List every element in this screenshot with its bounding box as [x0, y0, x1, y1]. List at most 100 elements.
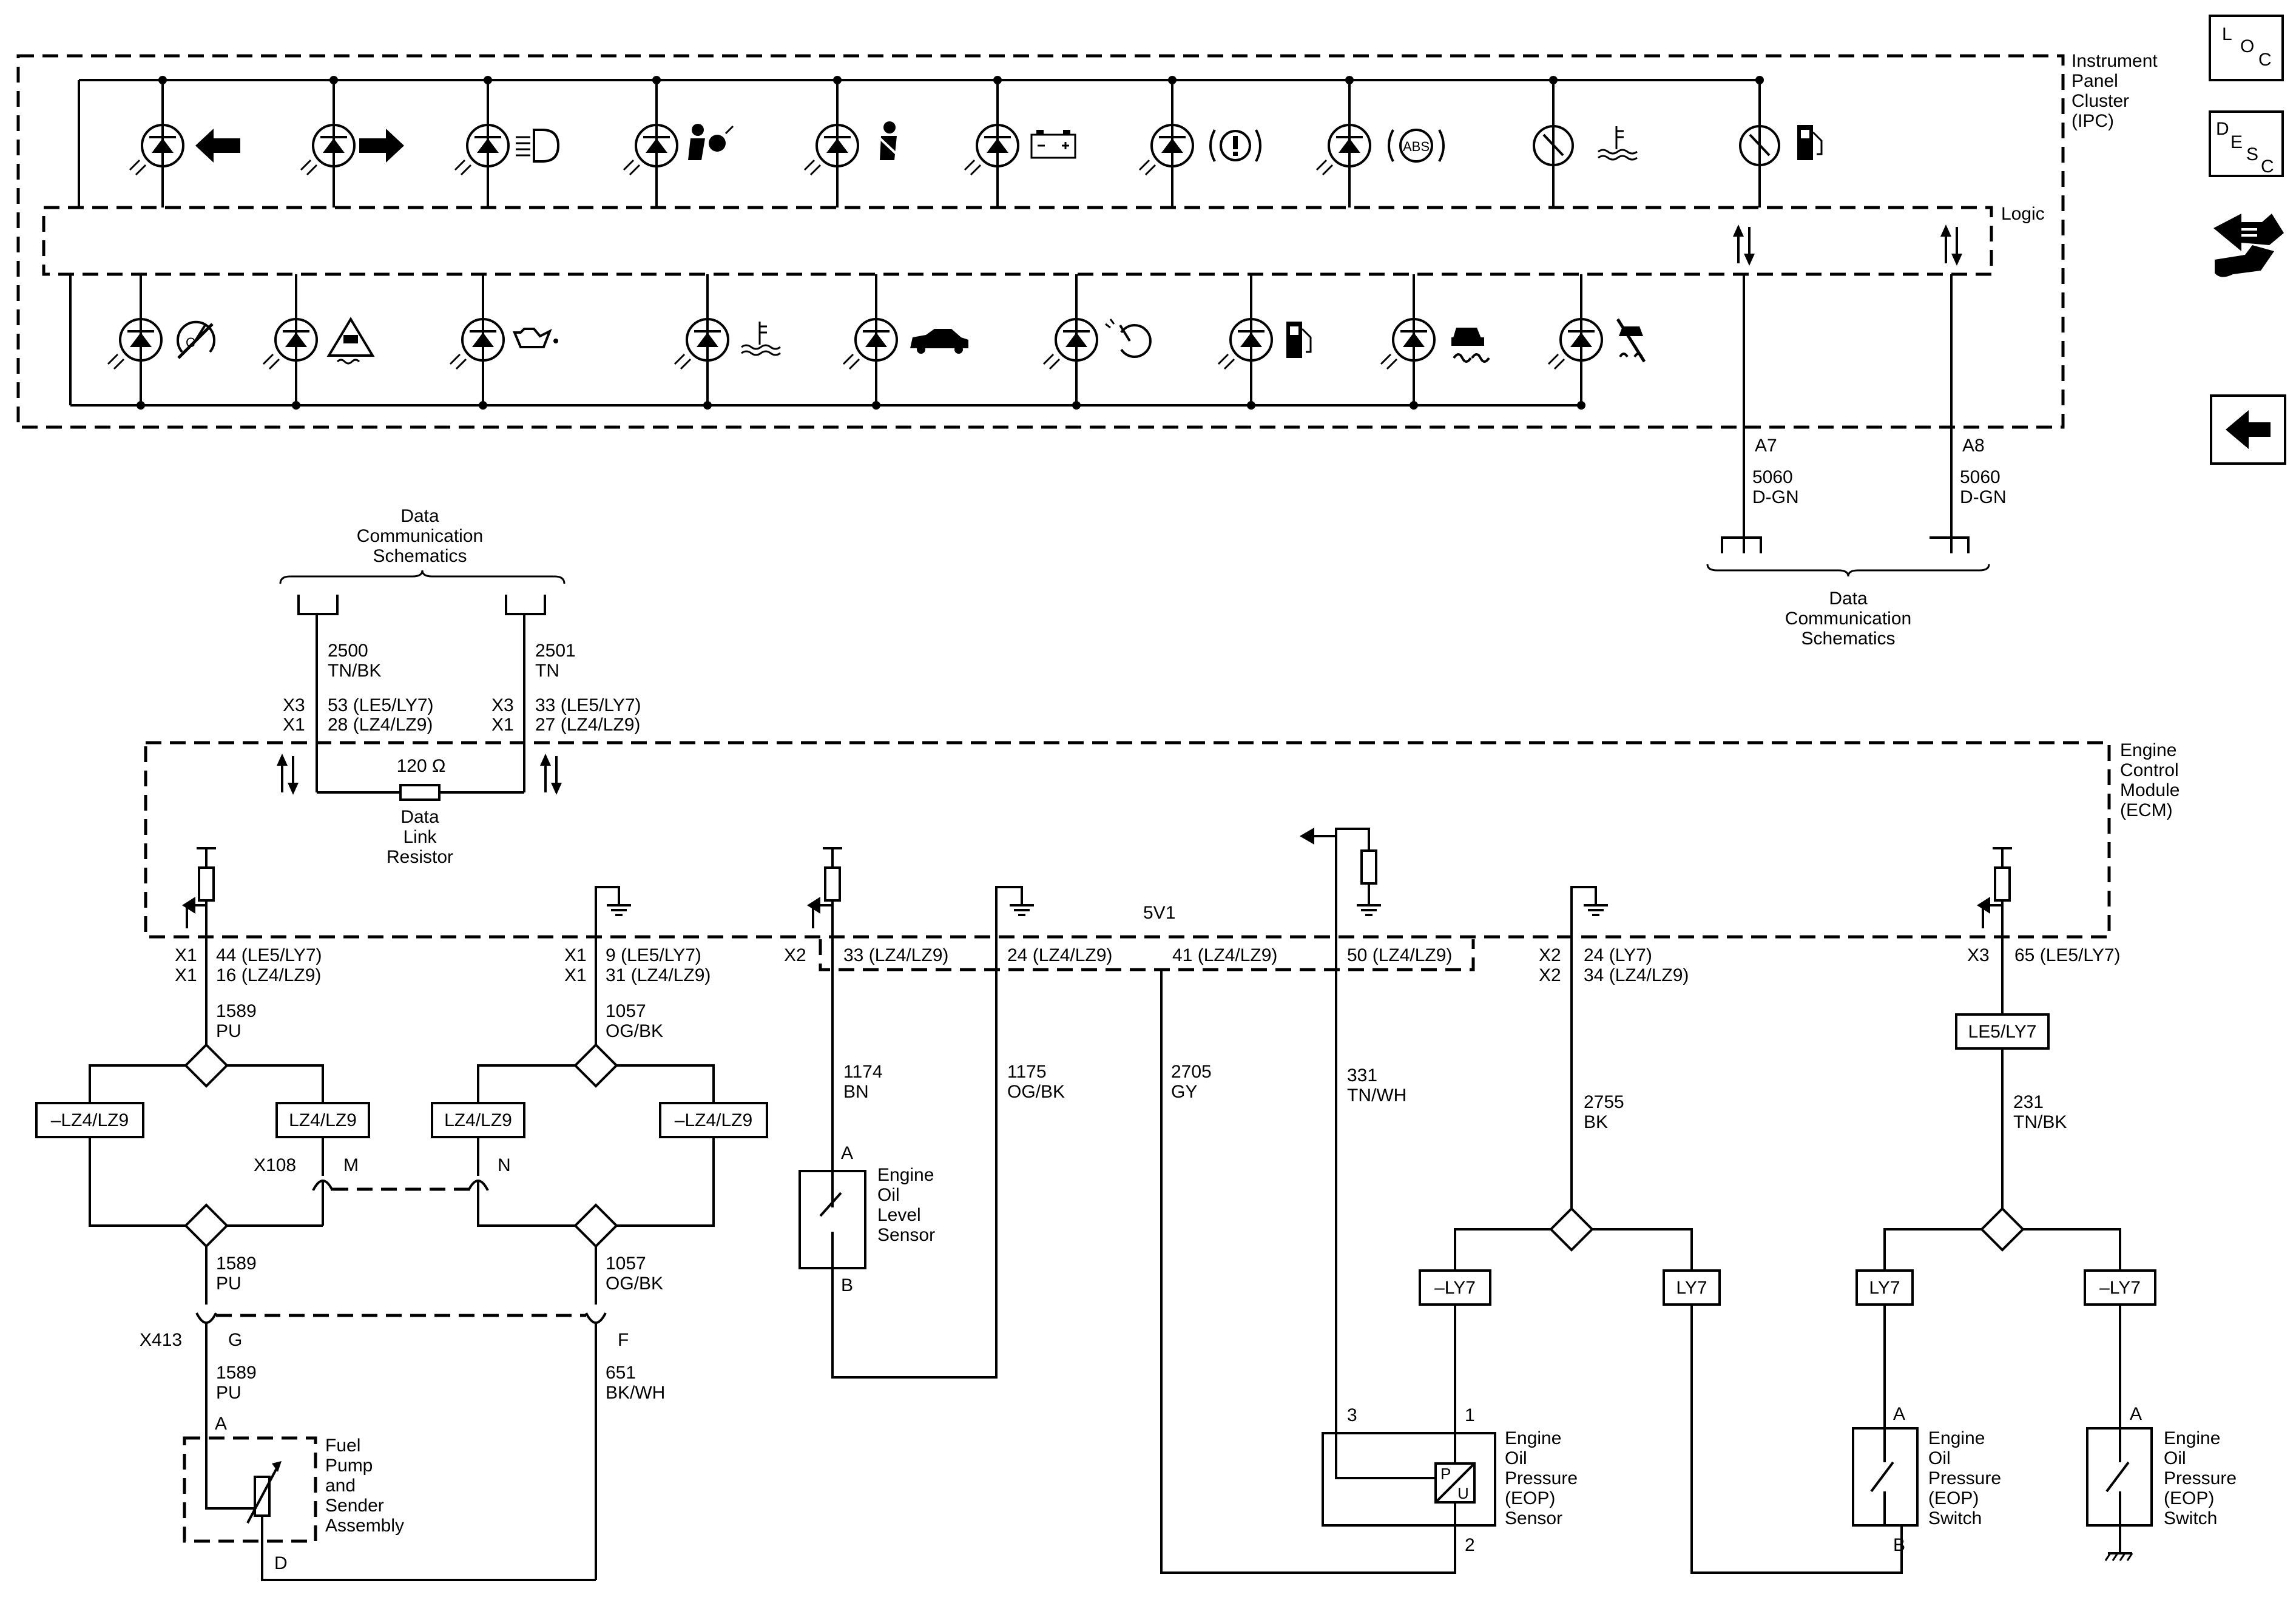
wire-231: 231 [2013, 1092, 2044, 1112]
diagram-label: 50 (LZ4/LZ9) [1347, 945, 1452, 965]
diagram-label: 24 (LY7) [1584, 945, 1652, 965]
location-view-button[interactable]: L O C [2209, 15, 2284, 81]
diagram-label: Pressure [1928, 1468, 2001, 1488]
coolant-temp-icon [741, 322, 781, 356]
temp-gauge-icon [1533, 125, 1638, 166]
diagram-label: TN [535, 661, 559, 681]
diagram-label: and [325, 1476, 356, 1496]
diagram-label: LY7 [1869, 1278, 1900, 1298]
oil-pressure-switch-circuit: LE5/LY7 231 TN/BK LY7 –LY7 A B Engine Oi… [1852, 915, 2237, 1561]
diagram-label: X1 [175, 945, 197, 965]
wire-1589: 1589 [216, 1001, 257, 1021]
diagram-label: Pressure [1505, 1468, 1578, 1488]
diagram-label: Control [2120, 760, 2179, 780]
lamp-seatbelt [803, 76, 900, 208]
seatbelt-icon [877, 121, 900, 160]
data-comm-link-left[interactable]: Data Communication Schematics [357, 506, 483, 566]
ecm-pin-labels: X1 X1 44 (LE5/LY7) 16 (LZ4/LZ9) X1 X1 9 … [175, 945, 2121, 985]
diagram-label: LY7 [1676, 1278, 1707, 1298]
ipc-label: Instrument Panel Cluster (IPC) [2071, 51, 2158, 131]
diagram-label: BK [1584, 1112, 1608, 1132]
repair-procedure-icon[interactable] [2213, 214, 2284, 277]
diagram-label: Panel [2071, 71, 2118, 91]
diagram-label: TN/BK [2013, 1112, 2067, 1132]
diagram-label: 24 (LZ4/LZ9) [1007, 945, 1112, 965]
diagram-label: Sensor [877, 1225, 935, 1245]
diagram-label: Assembly [325, 1516, 404, 1536]
wire-331: 331 [1347, 1065, 1377, 1085]
option-box: LE5/LY7 [1955, 1013, 2050, 1050]
back-button[interactable] [2210, 394, 2286, 465]
diagram-label: X2 [1539, 945, 1561, 965]
wire-1175: 1175 [1007, 1062, 1047, 1082]
wire-5060-a7: 5060 [1752, 467, 1793, 487]
diagram-label: 1 [1465, 1405, 1475, 1425]
diagram-label: Oil [1505, 1448, 1527, 1468]
diagram-label: Communication [357, 526, 483, 546]
right-turn-arrow-icon [359, 129, 404, 163]
diagram-label: Engine [2120, 740, 2176, 760]
diagram-label: OG/BK [606, 1021, 663, 1041]
lamp-cruise: C [107, 274, 215, 410]
diagram-label: Communication [1785, 609, 1911, 629]
diagram-label: F [618, 1330, 629, 1350]
lower-lamps: C [107, 274, 1646, 410]
lamp-temp-gauge [1533, 76, 1638, 208]
diagram-label: Module [2120, 780, 2180, 800]
diagram-label: –LZ4/LZ9 [675, 1110, 752, 1130]
data-link-resistor [399, 784, 441, 801]
diagram-label: 34 (LZ4/LZ9) [1584, 965, 1689, 985]
wire-5060-a8: 5060 [1960, 467, 2001, 487]
data-comm-link-right[interactable]: Data Communication Schematics [1785, 589, 1911, 649]
lamp-right-turn [300, 76, 404, 208]
diagram-label: OG/BK [1007, 1082, 1065, 1102]
diagram-label: PU [216, 1021, 241, 1041]
diagram-label: X2 [1539, 965, 1561, 985]
wire-1174: 1174 [843, 1062, 883, 1082]
diagram-label: 65 (LE5/LY7) [2014, 945, 2121, 965]
updown-arrow-icon [1939, 223, 1963, 267]
diagram-label: Link [403, 827, 437, 847]
description-view-button[interactable]: D E S C [2209, 110, 2284, 177]
lamp-low-fuel [1217, 274, 1312, 410]
diagram-label: Engine [1505, 1428, 1561, 1448]
diagram-label: S [2246, 144, 2258, 164]
side-nav: L O C D E S C [2209, 15, 2286, 465]
diagram-label: Data [1829, 589, 1868, 609]
diagram-label: –LZ4/LZ9 [51, 1110, 129, 1130]
back-arrow-icon [2226, 410, 2271, 449]
diagram-label: TN/WH [1347, 1085, 1406, 1106]
diagram-label: D [274, 1553, 288, 1573]
diagram-label: BK/WH [606, 1383, 665, 1403]
diagram-label: 3 [1347, 1405, 1357, 1425]
brake-warning-icon [1209, 129, 1261, 162]
wire-2705: 2705 [1171, 1062, 1212, 1082]
option-box: –LZ4/LZ9 [35, 1102, 144, 1138]
diagram-label: (IPC) [2071, 111, 2114, 131]
lamp-brake [1138, 76, 1261, 208]
diagram-label: X1 [175, 965, 197, 985]
v5-label: 5V1 [1143, 903, 1175, 923]
diagram-label: X108 [254, 1155, 296, 1175]
diagram-label: X413 [140, 1330, 182, 1350]
diagram-label: N [498, 1155, 511, 1175]
diagram-label: Oil [1928, 1448, 1951, 1468]
diagram-label: ABS [1403, 139, 1430, 154]
eop-switch-2: A Engine Oil Pressure (EOP) Switch [2086, 1404, 2237, 1561]
diagram-label: A [841, 1143, 853, 1163]
diagram-label: –LY7 [1434, 1278, 1476, 1298]
diagram-label: B [1893, 1535, 1905, 1555]
option-box: LZ4/LZ9 [431, 1102, 525, 1138]
diagram-label: X1 [564, 965, 587, 985]
diagram-label: P [1440, 1465, 1451, 1483]
diagram-label: O [2240, 36, 2254, 56]
diagram-label: 2 [1465, 1535, 1475, 1555]
diagram-label: Oil [2164, 1448, 2186, 1468]
pin-a8: A8 [1962, 436, 1985, 456]
traction-control-icon [1451, 328, 1490, 363]
lamp-coolant [674, 274, 781, 410]
diagram-label: Resistor [387, 847, 453, 867]
ipc-module: Instrument Panel Cluster (IPC) Logic [16, 51, 2158, 649]
option-box: LZ4/LZ9 [275, 1102, 370, 1138]
lamp-stabilitrak [262, 274, 375, 410]
